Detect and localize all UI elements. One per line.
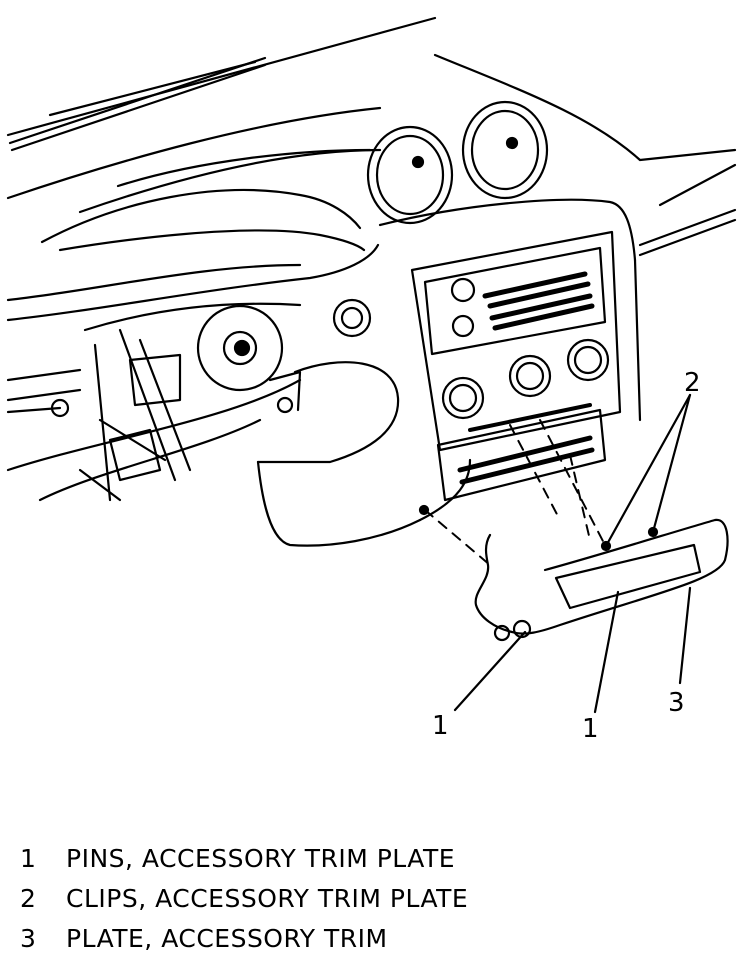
- legend-item: 3 PLATE, ACCESSORY TRIM: [20, 918, 468, 958]
- windshield-lines: [6, 16, 437, 214]
- climate-knobs: [441, 338, 610, 420]
- legend-item: 2 CLIPS, ACCESSORY TRIM PLATE: [20, 878, 468, 918]
- gauge-right: [461, 100, 549, 200]
- legend-number: 3: [20, 923, 37, 953]
- installation-lines: [424, 419, 606, 566]
- steering-column-area: [6, 302, 302, 502]
- callout-clips: 2: [684, 368, 701, 398]
- gauge-left: [366, 125, 454, 225]
- parts-legend: 1 PINS, ACCESSORY TRIM PLATE 2 CLIPS, AC…: [20, 838, 468, 958]
- dash-knob: [332, 298, 372, 338]
- accessory-trim-plate: [474, 518, 729, 642]
- leader-lines: [453, 393, 692, 714]
- legend-text: PINS, ACCESSORY TRIM PLATE: [66, 843, 456, 873]
- legend-number: 1: [20, 843, 37, 873]
- legend-text: PLATE, ACCESSORY TRIM: [66, 923, 388, 953]
- dashboard-top: [6, 53, 737, 422]
- legend-text: CLIPS, ACCESSORY TRIM PLATE: [66, 883, 469, 913]
- legend-number: 2: [20, 883, 37, 913]
- callout-pins-left: 1: [432, 711, 449, 741]
- callout-trim-plate: 3: [668, 688, 685, 718]
- callout-pins-center: 1: [582, 714, 599, 744]
- radio-unit: [410, 230, 622, 452]
- legend-item: 1 PINS, ACCESSORY TRIM PLATE: [20, 838, 468, 878]
